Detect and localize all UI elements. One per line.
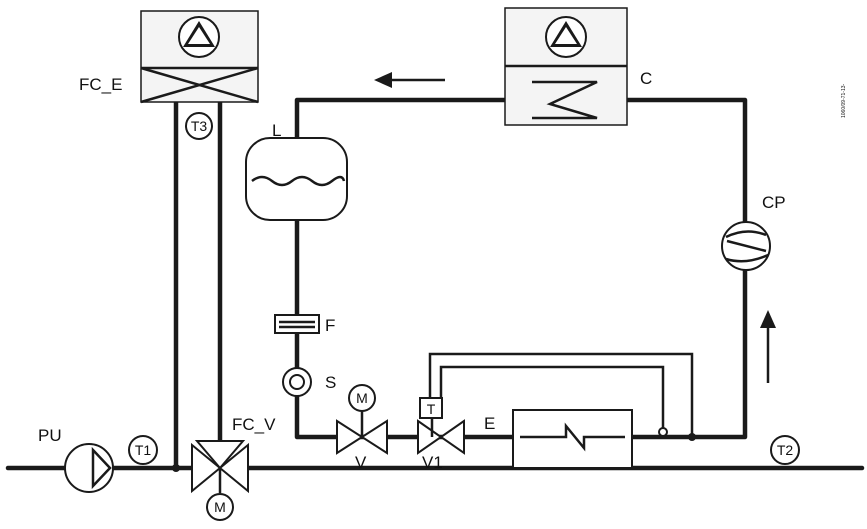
three-way-valve-left-icon (191, 442, 222, 494)
three-way-valve-motor (206, 493, 234, 521)
evaporator-coil-icon (520, 422, 625, 452)
pump-icon (91, 446, 112, 490)
condenser-fan-triangle-inner (555, 27, 577, 44)
fan-coil-cross-b (140, 66, 259, 104)
refrigerant-right-line (624, 97, 748, 225)
sensor-t2-label: T2 (777, 442, 794, 458)
sensor-capillary-outer (428, 352, 694, 437)
flow-arrow-top-icon (374, 72, 392, 88)
condenser-label: C (640, 69, 652, 88)
valve-v-motor-label: M (356, 390, 368, 406)
sensor-bulb (658, 427, 668, 437)
valve-v1-thermostat (419, 397, 443, 419)
junction-return (688, 433, 696, 441)
valve-v-motor (348, 384, 376, 412)
sensor-capillary-inner (439, 365, 665, 431)
side-code: 1060/09-71-13- (841, 83, 847, 118)
sensor-t1-label: T1 (135, 442, 152, 458)
valve-v1-thermostat-label: T (427, 401, 436, 417)
compressor-return-line (629, 267, 748, 440)
pump-label: PU (38, 426, 62, 445)
pump (64, 443, 114, 493)
valve-v1-right-icon (439, 419, 465, 455)
valve-v-label: V (355, 453, 367, 472)
fan-coil-label: FC_E (79, 75, 122, 94)
evaporator (512, 409, 633, 469)
filter-drier (274, 314, 320, 334)
condenser-coil-icon (532, 80, 598, 120)
three-way-valve-label: FC_V (232, 415, 276, 434)
liquid-line (294, 393, 516, 440)
sensor-t1 (128, 435, 158, 465)
sight-glass-inner-icon (289, 374, 305, 390)
three-way-valve-right-icon (218, 442, 249, 494)
sensor-t3-label: T3 (191, 118, 208, 134)
valve-v1-left-icon (417, 419, 443, 455)
refrigerant-top-line (294, 97, 508, 141)
three-way-valve-motor-label: M (214, 499, 226, 515)
junction-supply (172, 464, 180, 472)
valve-v-right-icon (360, 419, 388, 455)
compressor-icon (725, 230, 769, 263)
sight-glass-label: S (325, 373, 336, 392)
sensor-t3 (185, 112, 213, 140)
liquid-receiver-label: L (272, 121, 281, 140)
three-way-valve-top-icon (194, 440, 246, 470)
compressor-label: CP (762, 193, 786, 212)
valve-v1-label: V1 (422, 453, 443, 472)
sensor-t2 (770, 435, 800, 465)
valve-v-left-icon (336, 419, 364, 455)
flow-arrow-right-icon (760, 310, 776, 328)
liquid-receiver-level-icon (251, 175, 346, 187)
filter-drier-label: F (325, 316, 335, 335)
evaporator-label: E (484, 414, 495, 433)
fan-coil-fan-triangle-inner (188, 27, 210, 44)
